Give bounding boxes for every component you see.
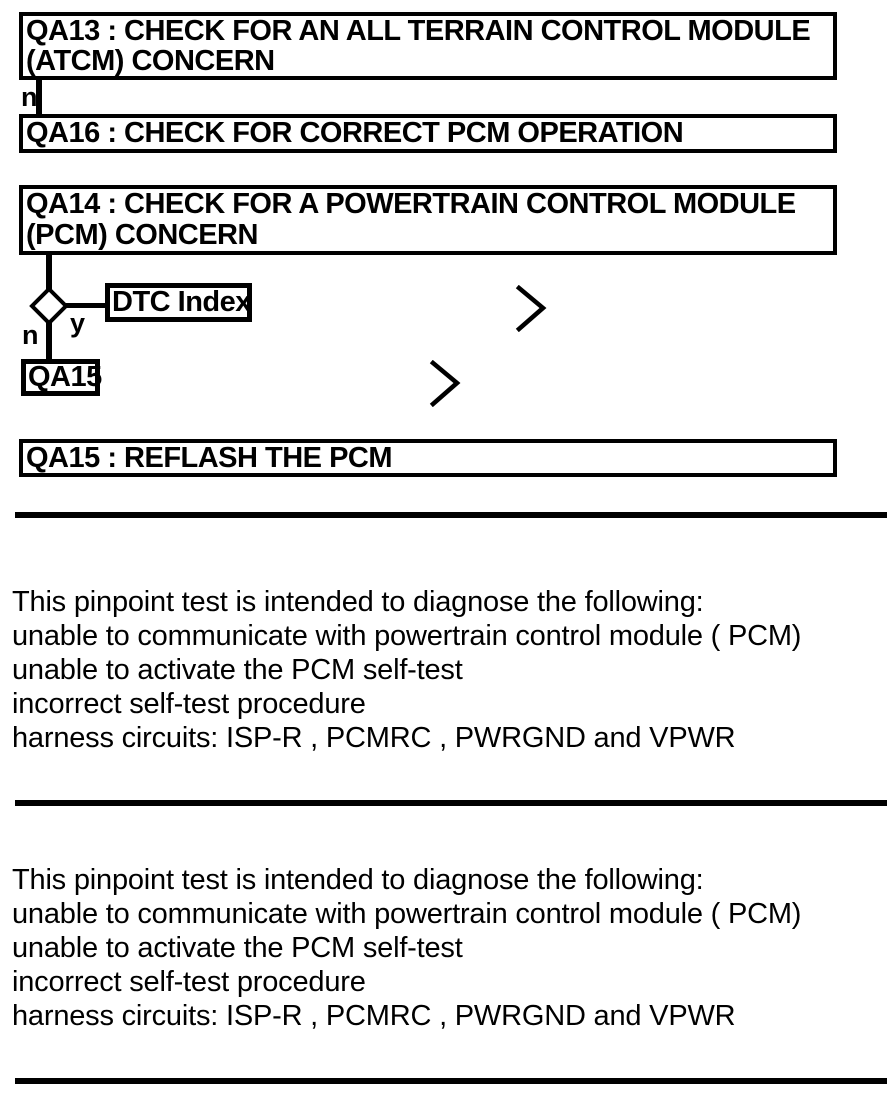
- chevron-right-icon[interactable]: [515, 285, 547, 332]
- description-line: harness circuits: ISP-R , PCMRC , PWRGND…: [12, 1000, 736, 1032]
- description-line: unable to activate the PCM self-test: [12, 654, 463, 686]
- flow-box-qa13: QA13 : CHECK FOR AN ALL TERRAIN CONTROL …: [19, 12, 837, 80]
- flow-box-qa14-line2: (PCM) CONCERN: [26, 219, 258, 251]
- description-line: incorrect self-test procedure: [12, 966, 366, 998]
- flow-box-qa13-line1: QA13 : CHECK FOR AN ALL TERRAIN CONTROL …: [26, 15, 811, 47]
- edge-label-qa14-yes: y: [70, 308, 86, 338]
- section-divider: [15, 800, 887, 806]
- description-line: unable to communicate with powertrain co…: [12, 898, 802, 930]
- connector-decision-qa15: [46, 322, 52, 359]
- description-line: harness circuits: ISP-R , PCMRC , PWRGND…: [12, 722, 736, 754]
- pinpoint-description-1: This pinpoint test is intended to diagno…: [12, 585, 801, 755]
- connector-decision-dtc-index: [66, 303, 106, 308]
- description-line: unable to communicate with powertrain co…: [12, 620, 802, 652]
- section-divider: [15, 512, 887, 518]
- edge-label-qa13-no: n: [21, 82, 38, 112]
- qa15-link-label: QA15: [28, 361, 102, 393]
- section-divider: [15, 1078, 887, 1084]
- description-line: unable to activate the PCM self-test: [12, 932, 463, 964]
- description-line: This pinpoint test is intended to diagno…: [12, 586, 704, 618]
- connector-qa14-decision: [46, 255, 52, 289]
- dtc-index-link-box[interactable]: DTC Index: [105, 283, 252, 322]
- description-line: This pinpoint test is intended to diagno…: [12, 864, 704, 896]
- edge-label-qa14-no: n: [22, 320, 39, 350]
- flow-box-qa16: QA16 : CHECK FOR CORRECT PCM OPERATION: [19, 114, 837, 153]
- flow-box-qa16-line1: QA16 : CHECK FOR CORRECT PCM OPERATION: [26, 117, 684, 149]
- flow-box-qa14: QA14 : CHECK FOR A POWERTRAIN CONTROL MO…: [19, 185, 837, 255]
- dtc-index-label: DTC Index: [112, 286, 251, 318]
- flow-box-qa13-line2: (ATCM) CONCERN: [26, 45, 275, 77]
- connector-qa13-qa16: [36, 80, 42, 114]
- pinpoint-description-2: This pinpoint test is intended to diagno…: [12, 863, 801, 1033]
- qa15-link-box[interactable]: QA15: [21, 359, 102, 396]
- flow-box-qa15: QA15 : REFLASH THE PCM: [19, 439, 837, 477]
- flow-box-qa14-line1: QA14 : CHECK FOR A POWERTRAIN CONTROL MO…: [26, 188, 796, 220]
- description-line: incorrect self-test procedure: [12, 688, 366, 720]
- chevron-right-icon[interactable]: [429, 360, 461, 407]
- flow-box-qa15-line1: QA15 : REFLASH THE PCM: [26, 442, 393, 474]
